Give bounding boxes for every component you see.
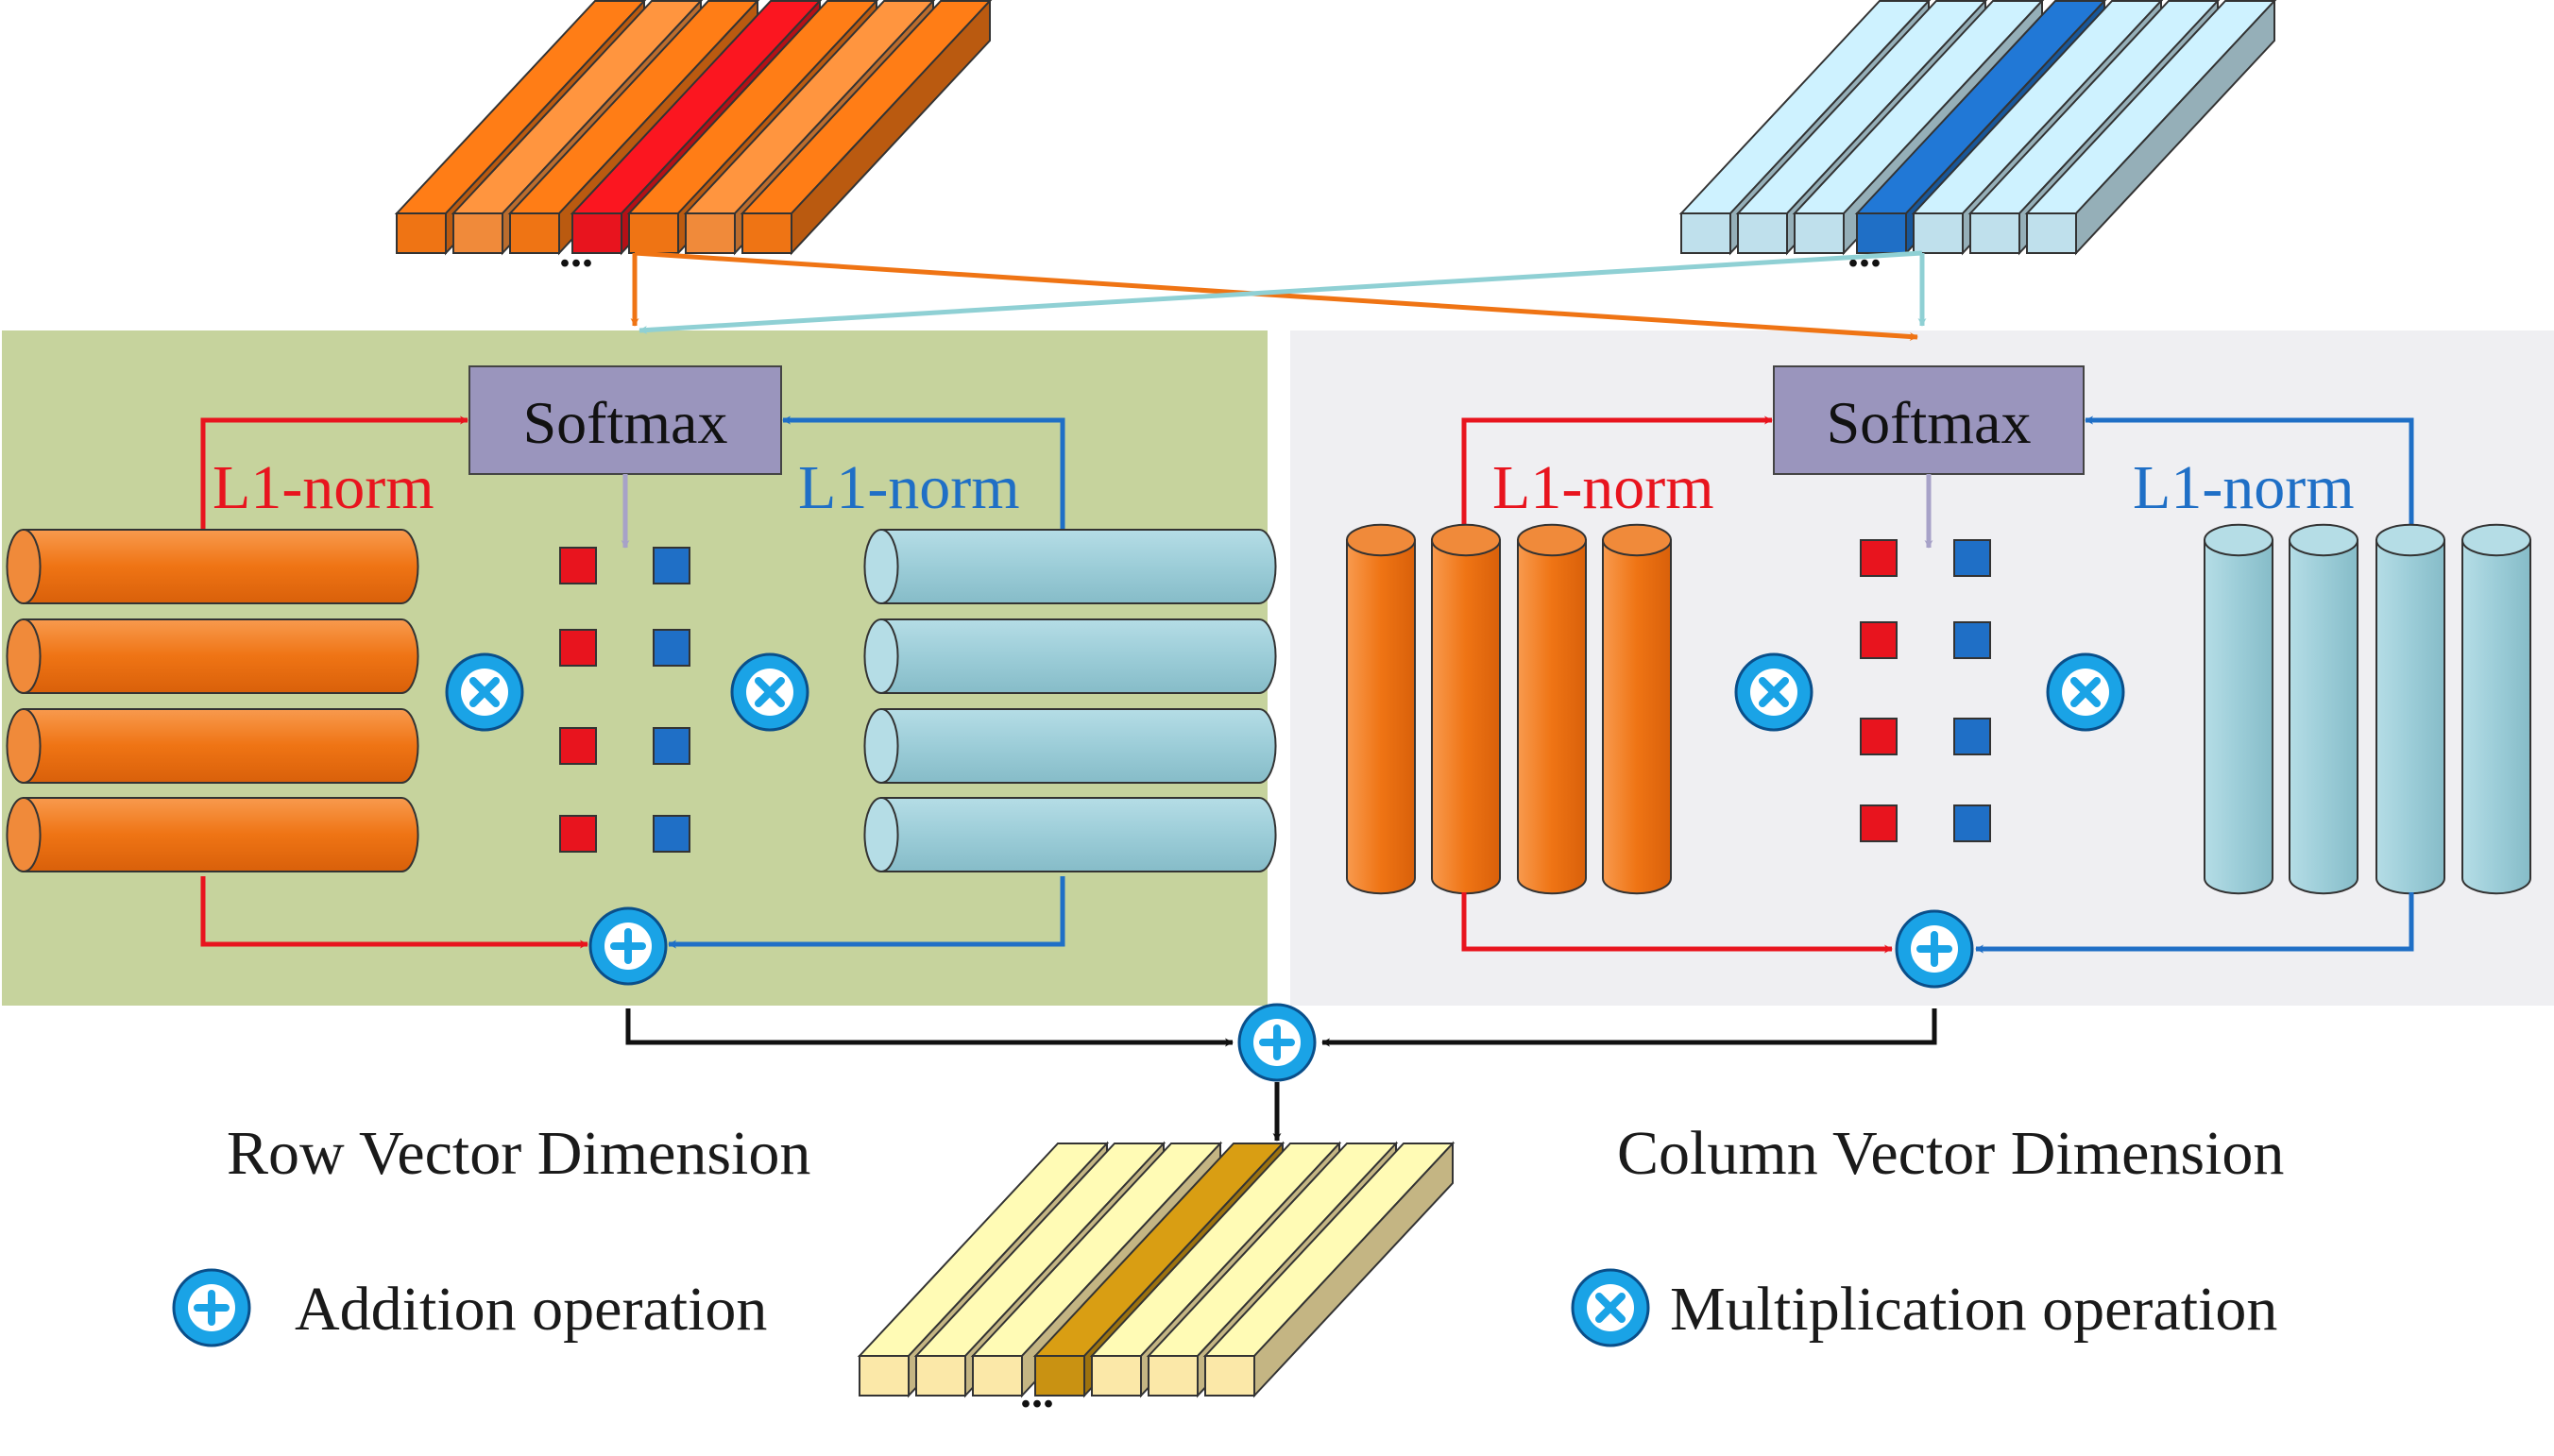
column-left-multiply-icon (1734, 652, 1813, 732)
column-orange-cylinders (1346, 523, 1672, 895)
column-left-norm-arrow (1461, 415, 1773, 524)
arrow-orange-to-column-softmax (634, 250, 1918, 341)
teal-cylinder (863, 797, 1277, 872)
column-left-sum-arrow (1461, 892, 1893, 954)
column-right-norm-label: L1-norm (2133, 453, 2355, 522)
row-softmax-box (468, 365, 782, 475)
blue-weight-square (1953, 539, 1991, 577)
final-sum-icon (1237, 1003, 1317, 1082)
orange-cylinder (1517, 523, 1587, 895)
red-weight-square (559, 629, 597, 667)
row-left-norm-label: L1-norm (213, 453, 434, 522)
row-weight-squares (559, 547, 690, 853)
orange-stack-bar (740, 0, 993, 256)
teal-cylinder (2375, 523, 2445, 895)
row-right-sum-arrow (668, 876, 1065, 949)
red-weight-square (559, 727, 597, 765)
legend-multiplication-icon (1571, 1268, 1650, 1347)
blue-weight-square (653, 727, 690, 765)
legend-addition-label: Addition operation (295, 1275, 767, 1344)
teal-cylinder (2204, 523, 2273, 895)
column-sum-icon (1895, 909, 1974, 989)
column-right-norm-arrow (2085, 415, 2414, 524)
blue-weight-square (1953, 621, 1991, 659)
legend-multiplication-label: Multiplication operation (1670, 1275, 2277, 1344)
red-weight-square (1860, 804, 1898, 842)
row-softmax-label: Softmax (523, 389, 728, 456)
column-panel: Softmax L1-norm L1-norm (1346, 365, 2531, 989)
yellow-stack-bar (1202, 1141, 1456, 1398)
blue-weight-square (653, 547, 690, 584)
teal-cylinder (863, 529, 1277, 604)
red-weight-square (559, 547, 597, 584)
teal-cylinder (2289, 523, 2358, 895)
column-teal-cylinders (2204, 523, 2531, 895)
row-teal-cylinders (863, 529, 1277, 872)
row-left-multiply-icon (445, 652, 524, 732)
column-weight-squares (1860, 539, 1991, 842)
column-left-norm-label: L1-norm (1492, 453, 1714, 522)
blue-stack-bar (2024, 0, 2277, 256)
yellow-stack-ellipsis: ... (1020, 1367, 1054, 1417)
row-right-norm-label: L1-norm (798, 453, 1020, 522)
row-right-multiply-icon (730, 652, 809, 732)
row-dimension-caption: Row Vector Dimension (227, 1119, 810, 1188)
red-weight-square (1860, 718, 1898, 755)
row-to-final-sum-arrow (625, 1008, 1234, 1047)
row-sum-icon (588, 906, 668, 986)
orange-cylinder (1431, 523, 1501, 895)
column-right-sum-arrow (1975, 892, 2414, 954)
orange-feature-stack (394, 0, 993, 256)
blue-feature-stack (1678, 0, 2277, 256)
orange-cylinder (6, 529, 419, 604)
column-to-final-sum-arrow (1321, 1008, 1937, 1047)
column-dimension-caption: Column Vector Dimension (1617, 1119, 2284, 1188)
red-weight-square (1860, 621, 1898, 659)
blue-stack-ellipsis: ... (1847, 227, 1881, 277)
orange-cylinder (1346, 523, 1416, 895)
arrow-blue-to-row-softmax (638, 250, 1923, 335)
orange-stack-ellipsis: ... (559, 227, 593, 277)
row-right-norm-arrow (782, 415, 1065, 529)
red-weight-square (1860, 539, 1898, 577)
teal-cylinder (863, 618, 1277, 694)
row-orange-cylinders (6, 529, 419, 872)
orange-cylinder (6, 797, 419, 872)
blue-weight-square (1953, 804, 1991, 842)
column-right-multiply-icon (2046, 652, 2125, 732)
blue-weight-square (1953, 718, 1991, 755)
orange-cylinder (1602, 523, 1672, 895)
teal-cylinder (2461, 523, 2531, 895)
orange-cylinder (6, 618, 419, 694)
legend-addition-icon (172, 1268, 251, 1347)
teal-cylinder (863, 708, 1277, 784)
row-left-sum-arrow (200, 876, 588, 949)
blue-weight-square (653, 815, 690, 853)
yellow-output-stack (857, 1141, 1456, 1398)
row-panel: Softmax L1-norm L1-norm (6, 365, 1277, 986)
column-softmax-label: Softmax (1827, 389, 2032, 456)
row-left-norm-arrow (200, 415, 468, 529)
blue-weight-square (653, 629, 690, 667)
red-weight-square (559, 815, 597, 853)
orange-cylinder (6, 708, 419, 784)
